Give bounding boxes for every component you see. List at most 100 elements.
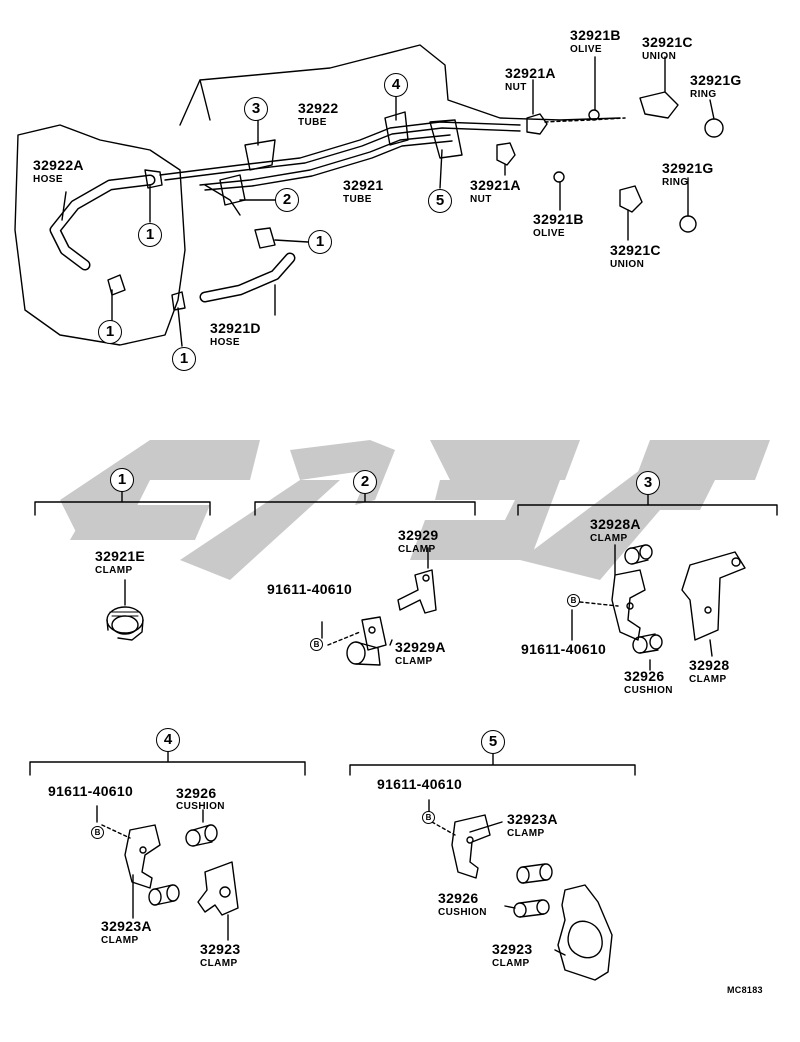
union-low xyxy=(619,185,643,213)
callout-5: 5 xyxy=(428,189,452,213)
label-32921C-low: 32921C xyxy=(610,242,661,258)
union-top xyxy=(639,91,679,119)
olive-top xyxy=(588,109,600,121)
clamp-32923A-g4 xyxy=(124,824,161,889)
label-32921G-top: 32921G xyxy=(690,72,742,88)
group-1-callout: 1 xyxy=(110,468,134,492)
g2-label-32929-name: CLAMP xyxy=(398,544,436,555)
bracket-group-4 xyxy=(29,749,306,776)
cushion-32926-g4-low xyxy=(148,884,180,906)
clamp-32929A xyxy=(346,616,387,666)
group-3-callout: 3 xyxy=(636,471,660,495)
g3-label-32928A-name: CLAMP xyxy=(590,533,628,544)
g3-bolt-symbol: B xyxy=(567,594,580,607)
g5-label-91611: 91611-40610 xyxy=(377,776,463,792)
label-32921A-low-name: NUT xyxy=(470,194,492,205)
body-panel-outline xyxy=(179,44,621,126)
group-4-callout: 4 xyxy=(156,728,180,752)
cushion-32926-g4-top xyxy=(185,824,218,847)
label-32922A-name: HOSE xyxy=(33,174,63,185)
g3-label-32928: 32928 xyxy=(689,657,730,673)
g2-label-32929: 32929 xyxy=(398,527,439,543)
cushion-32926-g5-top xyxy=(516,863,553,884)
callout-2: 2 xyxy=(275,188,299,212)
callout-4: 4 xyxy=(384,73,408,97)
hose-clamp-32921E xyxy=(106,606,144,641)
tube-32922 xyxy=(159,121,521,176)
label-32921A-top: 32921A xyxy=(505,65,556,81)
cushion-32926-g3-top xyxy=(624,544,653,565)
label-32921G-low: 32921G xyxy=(662,160,714,176)
g3-label-91611: 91611-40610 xyxy=(521,641,607,657)
g4-label-32923A-name: CLAMP xyxy=(101,935,139,946)
g1-label-32921E-name: CLAMP xyxy=(95,565,133,576)
engine-outline xyxy=(14,124,186,346)
g5-label-32923: 32923 xyxy=(492,941,533,957)
nut-top xyxy=(526,113,548,135)
callout-1a: 1 xyxy=(138,223,162,247)
g4-label-32926: 32926 xyxy=(176,785,217,801)
ring-top xyxy=(704,118,724,138)
label-32921B-low: 32921B xyxy=(533,211,584,227)
label-32921A-top-name: NUT xyxy=(505,82,527,93)
g5-label-32926-name: CUSHION xyxy=(438,907,487,918)
callout-1c: 1 xyxy=(98,320,122,344)
g5-label-32923A: 32923A xyxy=(507,811,558,827)
callout-3: 3 xyxy=(244,97,268,121)
drawing-code: MC8183 xyxy=(727,985,763,995)
g5-label-32926: 32926 xyxy=(438,890,479,906)
g3-label-32928-name: CLAMP xyxy=(689,674,727,685)
ring-low xyxy=(679,215,697,233)
g2-label-91611: 91611-40610 xyxy=(267,581,353,597)
label-32922A: 32922A xyxy=(33,157,84,173)
g4-bolt-symbol: B xyxy=(91,826,104,839)
callout-1b: 1 xyxy=(308,230,332,254)
label-32922-name: TUBE xyxy=(298,117,327,128)
label-32921G-low-name: RING xyxy=(662,177,689,188)
clamp-32923-g4 xyxy=(197,861,239,916)
cushion-32926-g3-low xyxy=(632,633,663,654)
g4-label-91611: 91611-40610 xyxy=(48,783,134,799)
label-32921C-top: 32921C xyxy=(642,34,693,50)
g2-bolt-symbol: B xyxy=(310,638,323,651)
label-32921G-top-name: RING xyxy=(690,89,717,100)
clamp-32928A xyxy=(611,569,646,641)
callout-1d: 1 xyxy=(172,347,196,371)
g4-label-32926-name: CUSHION xyxy=(176,801,225,812)
label-32921A-low: 32921A xyxy=(470,177,521,193)
label-32921-name: TUBE xyxy=(343,194,372,205)
label-32921B-low-name: OLIVE xyxy=(533,228,566,239)
bracket-group-1 xyxy=(34,491,211,516)
olive-low xyxy=(553,171,565,183)
label-32921D: 32921D xyxy=(210,320,261,336)
label-32921: 32921 xyxy=(343,177,384,193)
clamp-32929 xyxy=(397,569,437,614)
clamp-32923-g5 xyxy=(557,884,613,981)
clamp-32928 xyxy=(681,551,746,641)
bracket-group-2 xyxy=(254,491,476,516)
label-32921B-top-name: OLIVE xyxy=(570,44,603,55)
g1-label-32921E: 32921E xyxy=(95,548,146,564)
group-2-callout: 2 xyxy=(353,470,377,494)
g3-label-32926-name: CUSHION xyxy=(624,685,673,696)
label-32921C-low-name: UNION xyxy=(610,259,645,270)
bracket-group-3 xyxy=(517,493,778,516)
group-5-callout: 5 xyxy=(481,730,505,754)
label-32921D-name: HOSE xyxy=(210,337,240,348)
g4-label-32923-name: CLAMP xyxy=(200,958,238,969)
tube-32921 xyxy=(199,134,451,186)
label-32921C-top-name: UNION xyxy=(642,51,677,62)
g3-label-32928A: 32928A xyxy=(590,516,641,532)
cushion-32926-g5-low xyxy=(513,899,550,918)
g5-label-32923-name: CLAMP xyxy=(492,958,530,969)
g5-bolt-symbol: B xyxy=(422,811,435,824)
g5-label-32923A-name: CLAMP xyxy=(507,828,545,839)
g3-label-32926: 32926 xyxy=(624,668,665,684)
bracket-group-5 xyxy=(349,751,636,776)
g4-label-32923: 32923 xyxy=(200,941,241,957)
g2-label-32929A-name: CLAMP xyxy=(395,656,433,667)
g4-label-32923A: 32923A xyxy=(101,918,152,934)
clamp-32923A-g5 xyxy=(451,814,491,879)
